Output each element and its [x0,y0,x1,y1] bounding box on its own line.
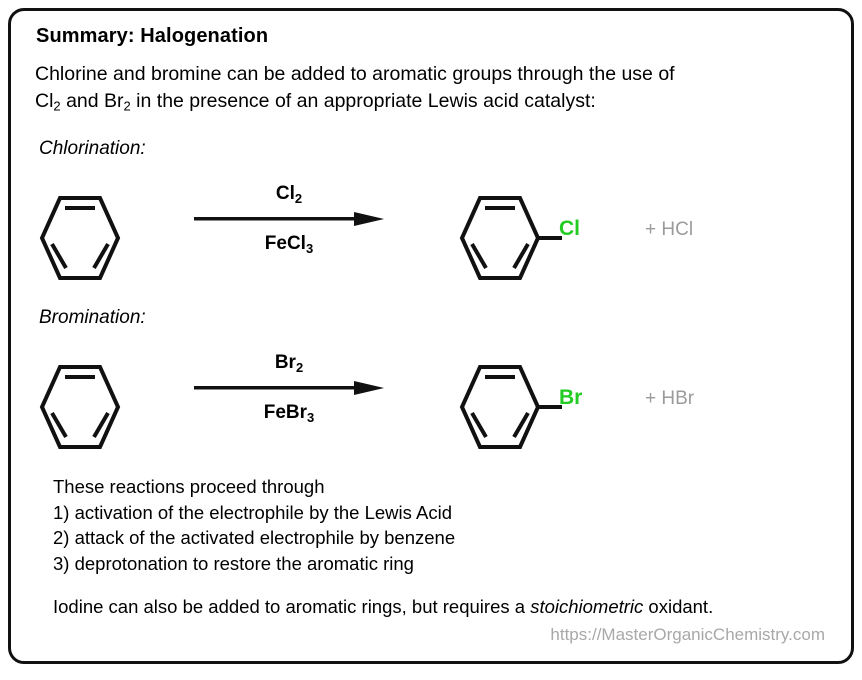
benzene-ring-reactant [39,192,121,289]
intro-line-1: Chlorine and bromine can be added to aro… [35,63,675,85]
reaction-arrow-icon [194,381,384,395]
mechanism-list: These reactions proceed through 1) activ… [53,474,455,576]
bromination-arrow-block: Br2 FeBr3 [194,352,384,424]
chlorobenzene-ring-product [459,192,569,289]
bromination-reagent-below: FeBr3 [263,402,315,425]
bromination-section-label: Bromination: [39,307,146,328]
iodine-note: Iodine can also be added to aromatic rin… [53,594,813,619]
intro-paragraph: Chlorine and bromine can be added to aro… [35,61,825,115]
mechanism-step-2: 2) attack of the activated electrophile … [53,527,456,548]
chlorination-byproduct: + HCl [645,219,694,240]
iodine-note-part1: Iodine can also be added to aromatic rin… [53,596,531,617]
chlorination-reaction-row: Cl2 FeCl3 Cl + HCl [11,179,857,299]
iodine-note-emphasis: stoichiometric [530,596,644,617]
mechanism-intro: These reactions proceed through [53,476,325,497]
page-title: Summary: Halogenation [36,25,269,47]
chlorination-reagent-below: FeCl3 [264,233,314,256]
bromination-reaction-row: Br2 FeBr3 Br + HBr [11,348,857,468]
mechanism-step-1: 1) activation of the electrophile by the… [53,501,453,523]
chlorine-substituent-label: Cl [559,217,580,240]
mechanism-step-3: 3) deprotonation to restore the aromatic… [53,552,414,574]
chlorination-arrow-block: Cl2 FeCl3 [194,183,384,255]
chlorination-reagent-above: Cl2 [275,183,303,206]
bromobenzene-ring-product [459,361,569,458]
bromination-reagent-above: Br2 [274,352,304,375]
chlorination-section-label: Chlorination: [39,138,146,159]
bromine-substituent-label: Br [559,386,583,409]
iodine-note-part2: oxidant. [643,596,714,617]
source-url: https://MasterOrganicChemistry.com [550,625,825,644]
intro-line-2: Cl2 and Br2 in the presence of an approp… [35,90,596,114]
reaction-arrow-icon [194,212,384,226]
benzene-ring-reactant [39,361,121,458]
content-frame: Summary: Halogenation Chlorine and bromi… [8,8,854,664]
bromination-byproduct: + HBr [645,388,695,409]
